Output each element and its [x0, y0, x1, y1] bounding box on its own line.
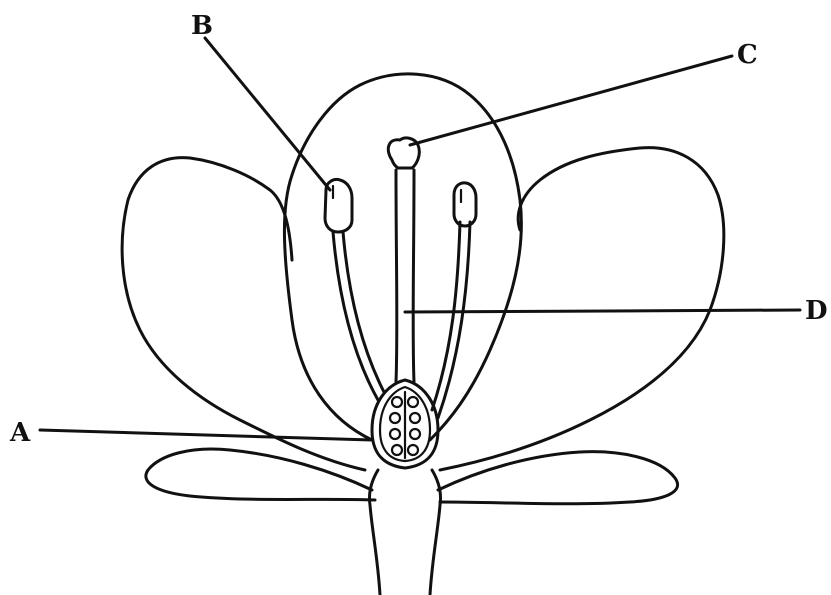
filament-right [432, 222, 470, 418]
style [396, 170, 414, 382]
filament-left [333, 232, 384, 400]
label-c: C [737, 40, 758, 70]
leader-line-c [410, 56, 732, 145]
sepal-right [438, 452, 678, 504]
anther-right [454, 183, 476, 226]
label-a: A [9, 418, 31, 448]
ovules [390, 392, 420, 458]
label-d: D [805, 296, 828, 326]
sepal-left [146, 449, 375, 500]
petal-right [440, 148, 724, 470]
stalk-right [430, 470, 441, 595]
petal-left [122, 158, 365, 470]
receptacle [369, 470, 380, 595]
leader-line-a [40, 430, 372, 440]
petal-back [284, 74, 521, 440]
label-b: B [191, 11, 213, 41]
leader-line-d [405, 310, 800, 312]
